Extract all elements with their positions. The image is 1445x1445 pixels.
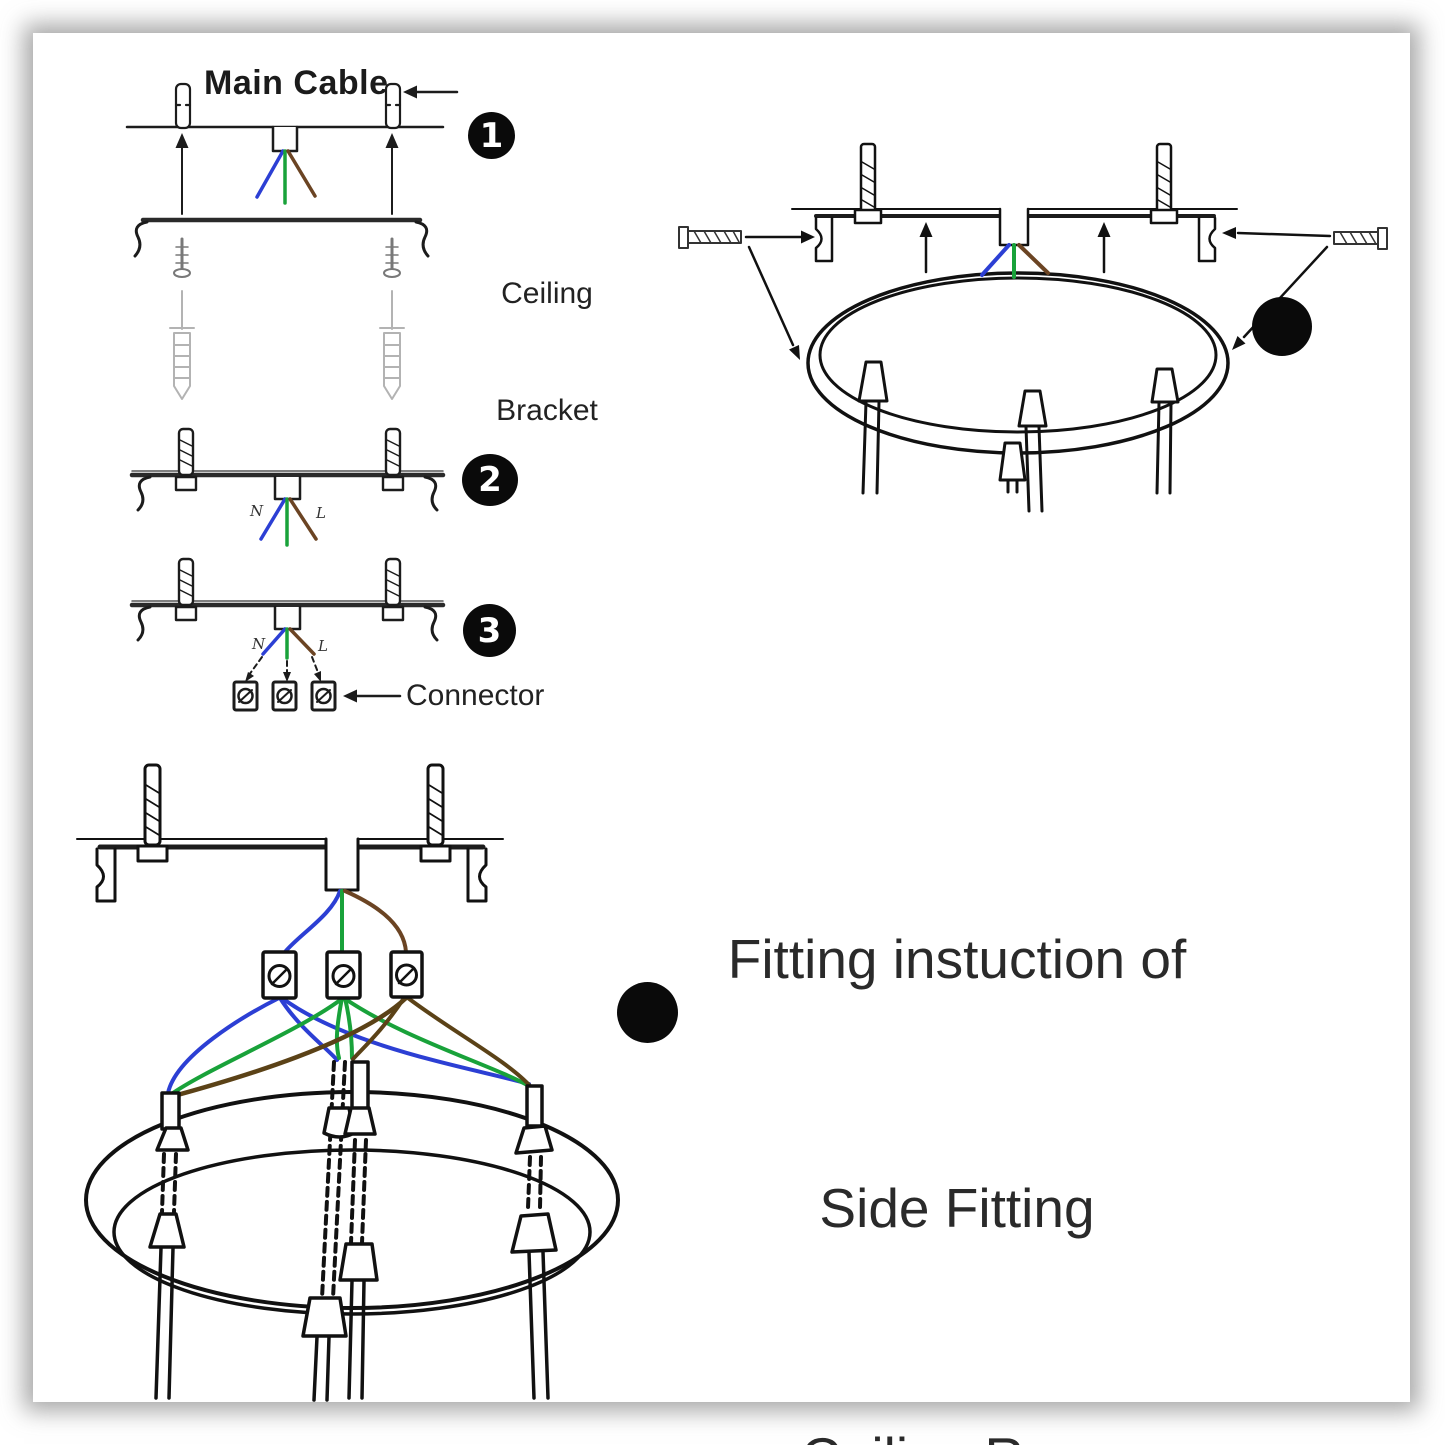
mounting-bolt-icon	[136, 763, 452, 863]
main-cable-arrow	[403, 85, 459, 99]
connector-label: Connector	[406, 679, 545, 712]
pendant-cable-left	[148, 1091, 190, 1400]
screw-icon	[173, 237, 401, 278]
ceiling-bracket-label: Ceiling Bracket	[462, 196, 632, 508]
step3-diagram	[129, 557, 446, 712]
pendant-cable-right	[510, 1084, 558, 1400]
mains-wires	[261, 627, 316, 660]
wall-anchor-icon	[169, 290, 405, 400]
cable-outlet	[273, 475, 302, 501]
ceiling-bracket	[133, 217, 430, 258]
cable-outlet	[324, 837, 360, 892]
step-2-badge: 2	[462, 454, 518, 506]
connector-arrow	[343, 689, 402, 703]
mounting-bolt-icon	[174, 427, 405, 492]
mains-wires	[259, 497, 318, 547]
connector-block-icon	[232, 680, 337, 712]
sheet-title: Fitting instuction of Side Fitting Ceili…	[672, 752, 1242, 1445]
mains-wires	[980, 243, 1050, 279]
cord-grip-icon	[857, 360, 1180, 513]
wire-l-label-step3: L	[318, 637, 328, 655]
pendant-cable-center	[301, 1060, 379, 1402]
step-3-badge: 3	[463, 604, 516, 657]
side-screw-icon	[678, 226, 1388, 250]
lift-arrows	[175, 133, 399, 215]
sheet-title-line1: Fitting instuction of	[727, 928, 1187, 990]
mounting-bolt-icon	[853, 142, 1179, 225]
step4-diagram	[678, 142, 1388, 513]
wire-n-label-step2: N	[250, 502, 264, 520]
mains-wires	[283, 889, 408, 954]
cable-outlet	[271, 125, 299, 153]
step-5-badge-dot	[617, 982, 678, 1043]
ceiling-bracket-label-line2: Bracket	[496, 394, 598, 427]
wire-n-label-step3: N	[252, 635, 266, 653]
ceiling-bracket-label-line1: Ceiling	[501, 277, 593, 310]
main-cable-label: Main Cable	[204, 64, 389, 102]
cable-outlet	[998, 207, 1030, 247]
anchor-sleeve-icon	[174, 82, 402, 130]
sheet-title-line2: Side Fitting	[819, 1177, 1095, 1239]
step5-diagram	[76, 763, 620, 1402]
step-1-badge: 1	[468, 112, 515, 159]
lift-arrows	[919, 222, 1111, 274]
step2-diagram	[129, 427, 446, 547]
distribution-wires	[166, 995, 533, 1100]
sheet-title-line3: Ceiling Rose	[672, 1416, 1242, 1445]
connector-block-icon	[261, 950, 424, 1000]
cable-outlet	[273, 605, 302, 631]
wire-l-label-step2: L	[316, 504, 326, 522]
mounting-bolt-icon	[174, 557, 405, 622]
step1-diagram	[125, 82, 459, 400]
mains-wires	[255, 149, 317, 205]
step-4-badge-dot	[1252, 297, 1312, 356]
